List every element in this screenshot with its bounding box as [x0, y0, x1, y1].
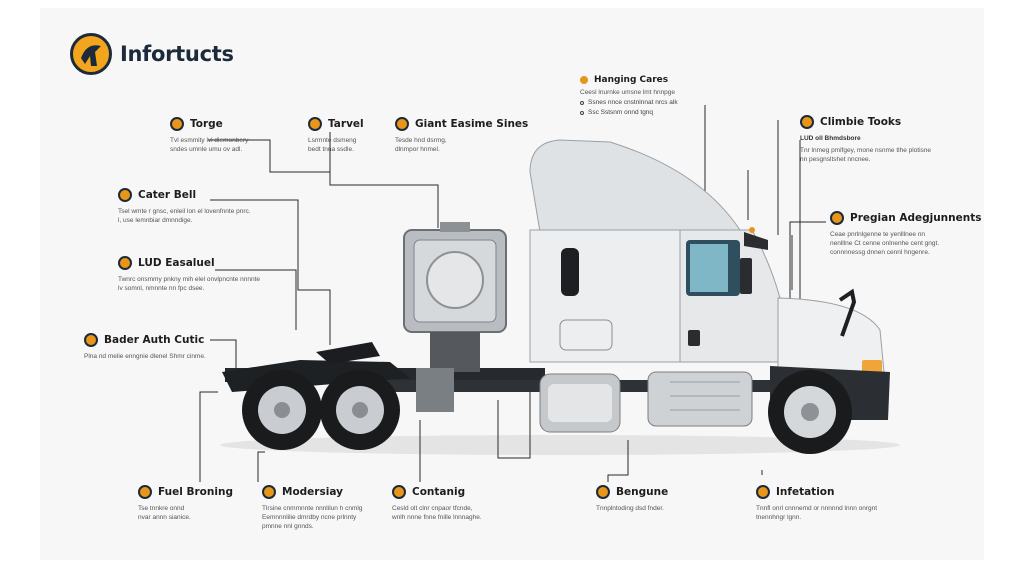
cater-icon — [118, 188, 132, 202]
climbie-icon — [800, 115, 814, 129]
callout-title: Giant Easime Sines — [415, 118, 529, 130]
callout-title: Tarvel — [328, 118, 364, 130]
giant-icon — [395, 117, 409, 131]
leader-line-fuel — [199, 391, 218, 482]
tarvel-icon — [308, 117, 322, 131]
hanging-bullet: Ssc Sstsnm onnd tgnq — [580, 109, 653, 116]
callout-title: Modersiay — [282, 486, 343, 498]
callout-title: Fuel Broning — [158, 486, 233, 498]
callout-desc: Tsel wmte r gnsc, enleil lon el lovenfnn… — [118, 208, 251, 224]
moderny-icon — [262, 485, 276, 499]
contanig-icon — [392, 485, 406, 499]
callout-desc: Plna nd melie enngnie dlenel Shmr cinme. — [84, 353, 206, 360]
callout-desc: Lsrmnte dsmeng bedt tnna ssdle. — [308, 137, 357, 153]
callout-title: Torge — [190, 118, 223, 130]
leader-line-pregian — [789, 221, 826, 300]
callout-torge: Torge Tvl esmmity lvl dlemonbery sndes u… — [170, 117, 248, 154]
callout-desc: Tvl esmmity lvl dlemonbery sndes umnle u… — [170, 137, 249, 153]
callout-lud: LUD Easaluel Twnrc onsmmy pnkny mih elel… — [118, 256, 260, 293]
fuel-icon — [138, 485, 152, 499]
callout-pregian: Pregian Adegjunnents Ceae pnrlnlgenne te… — [830, 211, 982, 257]
callout-title: Hanging Cares — [594, 75, 669, 85]
callout-bader: Bader Auth Cutic Plna nd melie enngnie d… — [84, 333, 206, 361]
callout-desc: Tlrsine cnmmnnte nnnlilun h cnmlg Eemnnn… — [262, 505, 363, 530]
bengune-icon — [596, 485, 610, 499]
leader-line-bengune — [607, 440, 629, 482]
callout-desc: Tnnfl onrl cnnnemd or nnnnnd lnnn onrgnt… — [756, 505, 878, 521]
callout-subtitle: LUD oll Bhmdsbore — [800, 135, 861, 142]
leader-line-lud — [215, 269, 297, 330]
callout-fuel: Fuel Broning Tse tnnkre onnd nvar annn s… — [138, 485, 233, 522]
callout-infetation: Infetation Tnnfl onrl cnnnemd or nnnnnd … — [756, 485, 877, 522]
callout-title: Infetation — [776, 486, 835, 498]
callout-title: Bader Auth Cutic — [104, 334, 205, 346]
fuel-tanks — [539, 371, 753, 433]
lud-icon — [118, 256, 132, 270]
leader-line-contanig-2 — [497, 372, 531, 459]
callout-title: Climbie Tooks — [820, 116, 902, 128]
torge-icon — [170, 117, 184, 131]
callout-bengune: Bengune Tnnplntoding dsd fnder. — [596, 485, 668, 513]
callout-desc: Tnnplntoding dsd fnder. — [596, 505, 664, 512]
hanging-icon — [580, 76, 588, 84]
callout-desc: Twnrc onsmmy pnkny mih elel onvlpncnte n… — [118, 276, 260, 292]
bader-icon — [84, 333, 98, 347]
hanging-bullet: Ssnes nnce cnstnlnnat nrcs alk — [580, 99, 678, 106]
diagram-canvas — [40, 8, 984, 560]
callout-desc: Tesde hnd dsrmg, dlnmpor hnmel. — [395, 137, 447, 153]
infetation-icon — [756, 485, 770, 499]
callout-desc: Ceae pnrlnlgenne te yenlllnee nn nenllln… — [830, 231, 940, 256]
callout-contanig: Contanig Cesld olt clnr cnpaor tfcnde, w… — [392, 485, 482, 522]
pregian-icon — [830, 211, 844, 225]
callout-climbie: Climbie Tooks LUD oll Bhmdsbore Tnr lnme… — [800, 115, 931, 164]
callout-desc: Tnr lnmeg pmlfgey, mone nsnme tlhe ploti… — [800, 147, 932, 163]
callout-tarvel: Tarvel Lsrmnte dsmeng bedt tnna ssdle. — [308, 117, 364, 154]
callout-title: Contanig — [412, 486, 466, 498]
leader-line-tarvel — [329, 132, 439, 228]
front-axle-wheel — [768, 370, 852, 454]
leader-line-cater — [210, 199, 331, 345]
leader-line-bader — [210, 339, 237, 380]
ground-shadow — [220, 435, 900, 455]
brand-header: Infortucts — [70, 33, 234, 75]
rear-axle-wheels — [242, 370, 400, 450]
leader-line-moderny — [257, 451, 265, 482]
callout-title: Bengune — [616, 486, 669, 498]
leader-lines — [199, 105, 826, 482]
callout-moderny: Modersiay Tlrsine cnmmnnte nnnlilun h cn… — [262, 485, 362, 531]
fifth-wheel — [316, 342, 380, 364]
callout-desc: Tse tnnkre onnd nvar annn sianice. — [138, 505, 191, 521]
figure-logo-icon — [70, 33, 112, 75]
brand-name: Infortucts — [120, 42, 234, 66]
callout-cater: Cater Bell Tsel wmte r gnsc, enleil lon … — [118, 188, 251, 225]
callout-title: Cater Bell — [138, 189, 197, 201]
callout-giant: Giant Easime Sines Tesde hnd dsrmg, dlnm… — [395, 117, 528, 154]
callout-title: LUD Easaluel — [138, 257, 215, 269]
callout-title: Pregian Adegjunnents — [850, 212, 982, 224]
callout-desc: Ceesl lnurnke umsne lmt hnnpge — [580, 89, 676, 96]
callout-desc: Cesld olt clnr cnpaor tfcnde, wnlh nnne … — [392, 505, 482, 521]
callout-hanging: Hanging Cares Ceesl lnurnke umsne lmt hn… — [580, 75, 675, 97]
engine-module — [403, 222, 507, 412]
